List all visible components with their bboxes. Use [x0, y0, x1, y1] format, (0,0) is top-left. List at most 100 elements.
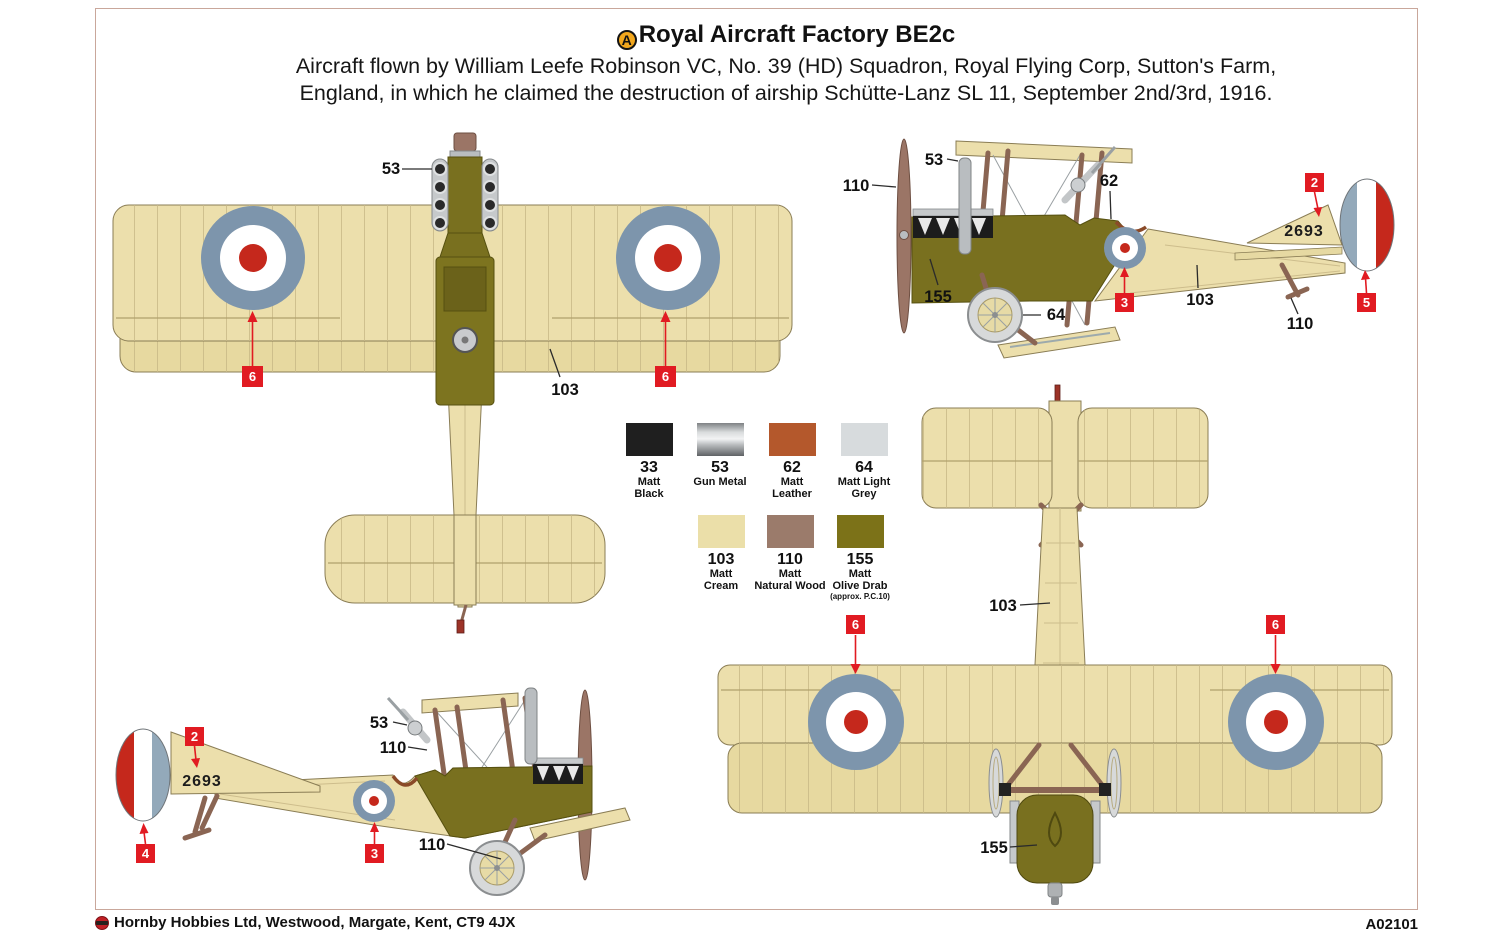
- svg-text:6: 6: [1272, 617, 1279, 632]
- wing-roundel-left: [808, 674, 904, 770]
- engine-bottom: [1009, 794, 1101, 905]
- paint-swatch-103: 103 Matt Cream: [679, 515, 763, 592]
- decal-flag-2-fin: 2: [185, 727, 204, 768]
- paint-name: Matt: [637, 476, 661, 488]
- lower-wing-edge: [997, 326, 1121, 359]
- top-view-engine: [431, 132, 499, 258]
- paint-code: 110: [777, 551, 803, 568]
- svg-text:110: 110: [843, 177, 870, 195]
- svg-text:3: 3: [1121, 295, 1128, 310]
- decal-flag-6-right: 6: [655, 311, 676, 387]
- top-view-illustration: 53 103 6 6: [112, 132, 793, 634]
- paint-name: Natural Wood: [754, 580, 826, 592]
- callout-engine-155: 155: [924, 258, 952, 306]
- serial-number: 2693: [182, 773, 222, 790]
- hornby-logo-icon: [95, 915, 109, 930]
- tail-unit: 2693: [115, 728, 321, 841]
- svg-text:110: 110: [380, 739, 407, 757]
- decal-flag-6-left: 6: [846, 615, 865, 674]
- paint-name: Grey: [851, 488, 877, 500]
- page-border: [95, 8, 1418, 910]
- paint-code: 155: [846, 551, 874, 568]
- wing-roundel-right: [616, 206, 720, 310]
- callout-fuselage-103: 103: [989, 597, 1051, 615]
- decal-flag-3-roundel: 3: [1115, 267, 1134, 312]
- paint-code: 64: [855, 459, 873, 476]
- paint-swatch-53: 53 Gun Metal: [678, 423, 762, 488]
- paint-name: Black: [634, 488, 664, 500]
- svg-text:62: 62: [1100, 172, 1118, 190]
- swatch-color-103: [697, 515, 745, 548]
- swatch-color-62: [768, 423, 816, 456]
- lewis-gun: [1061, 146, 1117, 204]
- wing-roundel-left: [201, 206, 305, 310]
- callout-wheel-64: 64: [1023, 306, 1066, 324]
- fuselage-roundel: [353, 780, 395, 822]
- callout-gun-53: 53: [370, 714, 408, 732]
- scheme-a-marker: A: [616, 30, 637, 50]
- bottom-view-illustration: 103 155 6 6: [717, 384, 1393, 905]
- callout-fuselage-103: 103: [1186, 264, 1214, 309]
- svg-text:64: 64: [1047, 306, 1066, 324]
- wing-roundel-right: [1228, 674, 1324, 770]
- swatch-color-33: [625, 423, 673, 456]
- title-text: Royal Aircraft Factory BE2c: [638, 21, 956, 48]
- svg-text:6: 6: [852, 617, 859, 632]
- callout-wing-103: 103: [549, 348, 579, 399]
- rudder-stripes: [115, 728, 171, 822]
- exhaust-manifold-right: [481, 158, 499, 232]
- callout-engine-53: 53: [382, 160, 432, 178]
- top-view-fuselage: [435, 256, 495, 406]
- decal-flag-3-roundel: 3: [365, 822, 384, 863]
- callout-exhaust-53: 53: [925, 151, 959, 169]
- svg-text:3: 3: [371, 846, 378, 861]
- paint-code: 103: [707, 551, 735, 568]
- serial-number: 2693: [1284, 223, 1324, 240]
- swatch-color-110: [766, 515, 814, 548]
- paint-name: Matt: [848, 568, 872, 580]
- callout-cockpit-62: 62: [1100, 172, 1118, 220]
- swatch-color-64: [840, 423, 888, 456]
- svg-text:110: 110: [419, 836, 446, 854]
- svg-text:4: 4: [142, 846, 150, 861]
- callout-rigging-110: 110: [380, 739, 428, 757]
- svg-text:2: 2: [1311, 175, 1318, 190]
- side-view-right-illustration: 2693 110 53 62 155 64: [843, 138, 1395, 359]
- landing-gear: [988, 742, 1122, 818]
- callout-skid-110: 110: [1287, 297, 1314, 333]
- interplane-struts: [432, 695, 545, 833]
- svg-text:110: 110: [1287, 315, 1314, 333]
- fuselage-roundel: [1104, 227, 1146, 269]
- callout-gear-110: 110: [419, 836, 502, 860]
- paint-code: 33: [640, 459, 658, 476]
- lewis-gun: [386, 696, 431, 744]
- decal-flag-5-rudder: 5: [1357, 270, 1376, 312]
- footer-company: Hornby Hobbies Ltd, Westwood, Margate, K…: [95, 914, 515, 931]
- paint-name: Cream: [703, 580, 739, 592]
- svg-text:6: 6: [662, 369, 669, 384]
- svg-text:5: 5: [1363, 295, 1370, 310]
- svg-text:53: 53: [382, 160, 400, 178]
- side-view-left-illustration: 2693 53 110 110 2: [115, 687, 631, 896]
- paint-swatch-33: 33 Matt Black: [607, 423, 691, 500]
- decal-flag-6-right: 6: [1266, 615, 1285, 674]
- svg-text:103: 103: [1186, 291, 1214, 309]
- subtitle-line1: Aircraft flown by William Leefe Robinson…: [295, 54, 1277, 78]
- paint-swatch-64: 64 Matt Light Grey: [822, 423, 906, 500]
- paint-name: Olive Drab: [832, 580, 888, 592]
- svg-text:155: 155: [924, 288, 952, 306]
- product-code: A02101: [1365, 916, 1418, 933]
- svg-text:103: 103: [989, 597, 1017, 615]
- paint-code: 53: [711, 459, 729, 476]
- exhaust-manifold-left: [431, 158, 449, 232]
- paint-swatch-110: 110 Matt Natural Wood: [748, 515, 832, 592]
- svg-text:2: 2: [191, 729, 198, 744]
- paint-swatch-62: 62 Matt Leather: [750, 423, 834, 500]
- callout-prop-110: 110: [843, 177, 897, 195]
- tailplane: [921, 400, 1209, 548]
- paint-swatch-155: 155 Matt Olive Drab (approx. P.C.10): [818, 515, 902, 601]
- paint-name: Matt: [780, 476, 804, 488]
- engine-exhaust: [524, 687, 584, 784]
